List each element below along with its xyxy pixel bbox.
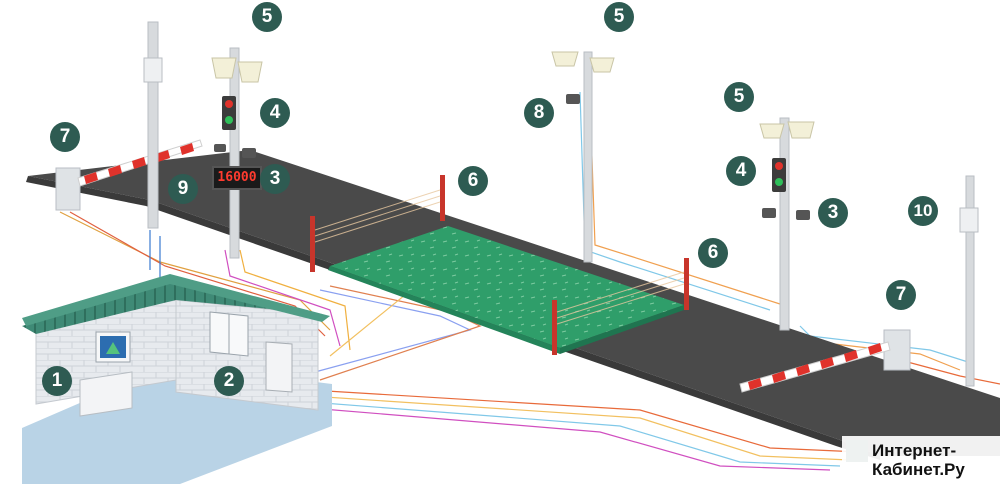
badge-lighting-right: 5 [724, 82, 754, 112]
pole-traffic-light-right [759, 117, 815, 331]
badge-camera-right: 3 [818, 198, 848, 228]
weight-display: 16000 [212, 166, 262, 190]
badge-weighing-terminal: 2 [214, 366, 244, 396]
badge-camera-left: 3 [260, 164, 290, 194]
pole-antenna-right [959, 175, 979, 387]
badge-operator-workstation: 1 [42, 366, 72, 396]
badge-barrier-right: 7 [886, 280, 916, 310]
badge-barrier-left: 7 [50, 122, 80, 152]
badge-ir-sensor-right: 6 [698, 238, 728, 268]
pole-traffic-light-left [211, 47, 263, 259]
ir-sensor-posts [310, 175, 689, 355]
badge-traffic-light-right: 4 [726, 156, 756, 186]
badge-plate-camera: 8 [524, 98, 554, 128]
watermark-line-1: Интернет- [872, 441, 957, 460]
pole-left-antenna [143, 21, 163, 229]
watermark-line-2: Кабинет.Ру [872, 460, 965, 479]
badge-ir-sensor-left: 6 [458, 166, 488, 196]
weighing-platform [328, 226, 684, 354]
badge-lighting-left: 5 [252, 2, 282, 32]
badge-scoreboard: 9 [168, 174, 198, 204]
pole-light-center [551, 51, 615, 263]
operator-building [22, 274, 332, 484]
watermark: Интернет- Кабинет.Ру [842, 436, 1000, 484]
barrier-right [739, 329, 911, 393]
badge-traffic-light-left: 4 [260, 98, 290, 128]
badge-rfid-reader: 10 [908, 196, 938, 226]
badge-lighting-center: 5 [604, 2, 634, 32]
barrier-left [55, 139, 203, 211]
